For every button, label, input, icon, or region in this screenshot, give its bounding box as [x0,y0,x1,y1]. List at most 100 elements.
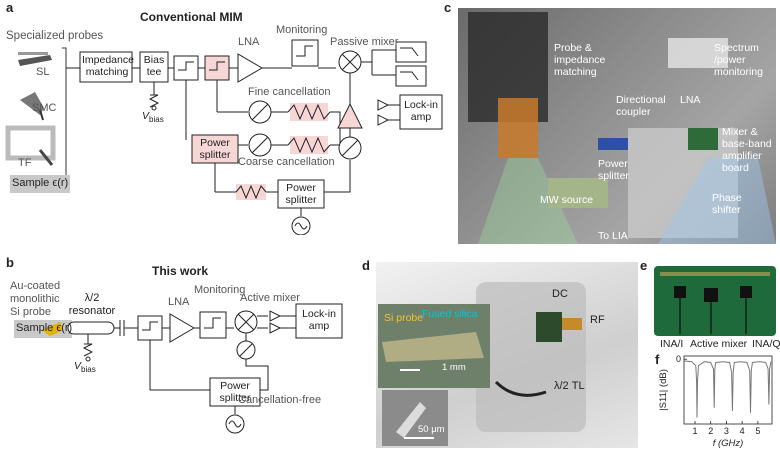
panel-d-photo: Si probe Fused silica 1 mm 50 μm DC RF λ… [376,262,638,448]
d-rf-label: RF [590,314,605,326]
x-axis-label: f (GHz) [713,438,744,449]
x-tick-label: 2 [708,426,713,436]
c-phase-label: Phase shifter [712,192,742,216]
panel-b-title: This work [152,264,209,278]
lockin-label-b: Lock-in amp [296,308,342,332]
coarse-cancellation-label: Coarse cancellation [238,156,335,168]
d-scale-mm: 1 mm [442,362,466,373]
vbias-v: V [142,110,150,122]
vbias-sub: bias [149,115,164,125]
lowpass-filter-1 [395,41,427,63]
probe-sl-label: SL [36,66,50,78]
probe-desc-b: Au-coated monolithic Si probe [10,280,60,319]
resonator-line1: λ/2 [84,292,100,304]
d-scale-um: 50 μm [418,424,445,435]
c-mixer-label: Mixer & base-band amplifier board [722,126,772,174]
c-ps-line2: splitter [598,170,629,182]
d-dc-label: DC [552,288,568,300]
c-mixer-line4: board [722,162,749,174]
resonator-line2: resonator [68,305,116,317]
e-ina-i-label: INA/I [660,338,684,350]
probe-desc-line3: Si probe [10,306,51,318]
panel-label-a: a [6,0,14,15]
panel-a-schematic [5,39,443,235]
panel-label-c: c [444,0,452,15]
lna-label-a: LNA [238,36,260,48]
sample-label-a: Sample ϵ(r) [12,177,69,189]
bias-line2: tee [146,66,162,78]
power-splitter-label-a2: Power splitter [278,182,324,206]
resonator-icon [67,321,115,335]
power-splitter-box-a1 [191,134,239,164]
panel-label-b: b [6,255,14,270]
lo-amp-triangle [337,102,363,129]
c-spectrum-line1: Spectrum [714,42,759,54]
c-mw-source-label: MW source [540,194,594,206]
ps-a2-line2: splitter [285,194,317,206]
c-to-lia-label: To LIA [598,230,628,242]
probe-smc-label: SMC [32,102,57,114]
x-tick-label: 1 [692,426,697,436]
impedance-label: Impedance matching [82,54,134,78]
ps-b-line1: Power [220,380,250,392]
c-probe-line3: matching [554,66,597,78]
panel-label-e: e [640,258,648,273]
impedance-line2: matching [85,66,129,78]
monitoring-label-a: Monitoring [276,24,328,36]
c-mixer-line3: amplifier [722,150,762,162]
passive-mixer-label: Passive mixer [330,36,399,48]
ps-a1-line2: splitter [199,149,231,161]
c-lna-label: LNA [680,94,701,106]
lockin-a-line2: amp [410,111,432,123]
panel-label-f: f [655,352,660,367]
lockin-a-line1: Lock-in [404,99,438,111]
panel-e-photo [654,266,776,336]
panel-b-schematic [14,303,343,434]
ps-a1-line1: Power [200,137,230,149]
active-mixer-label: Active mixer [240,292,300,304]
lockin-box-a [399,94,443,130]
bias-line1: Bias [143,54,165,66]
impedance-line1: Impedance [82,54,134,66]
ps-a2-line1: Power [286,182,316,194]
probe-desc-line1: Au-coated [10,280,61,292]
power-splitter-box-a2 [277,179,325,209]
sample-block-a [10,175,70,193]
si-probe-icon [42,322,64,336]
specialized-probes-label: Specialized probes [6,30,104,42]
s11-series-line [683,360,773,418]
panel-e-overlay [660,272,770,334]
e-ina-q-label: INA/Q [752,338,780,350]
lna-triangle-b [169,313,195,343]
x-tick-label: 4 [740,426,745,436]
probe-tf-icon [5,125,56,166]
probe-smc-icon [20,92,44,121]
c-spectrum-line3: monitoring [714,66,764,78]
probe-sl-icon [18,52,52,66]
lna-triangle-a [237,53,263,83]
impedance-matching-box [79,51,133,83]
lockin-b-line1: Lock-in [302,308,336,320]
d-tl-label: λ/2 TL [554,380,585,392]
vbias-b-v: V [74,360,82,372]
c-spectrum-label: Spectrum /power monitoring [714,42,763,78]
c-dir-line1: Directional [616,94,666,106]
y-tick-label: 0 [676,354,681,364]
c-mixer-line2: base-band [722,138,772,150]
probe-tf-label: TF [18,157,32,169]
power-splitter-label-b: Power splitter [210,380,260,404]
lockin-box-b [295,303,343,339]
bias-tee-box [139,51,169,83]
panel-d-overlay [378,282,586,446]
c-probe-label: Probe & impedance matching [554,42,605,78]
panel-c-photo: Probe & impedance matching Spectrum /pow… [458,8,776,244]
c-probe-line2: impedance [554,54,606,66]
c-probe-line1: Probe & [554,42,592,54]
fine-cancellation-label: Fine cancellation [248,86,331,98]
panel-c-overlay [468,12,776,244]
vbias-b-sub: bias [81,365,96,375]
vbias-label-b: Vbias [74,360,96,374]
c-directional-label: Directional coupler [616,94,666,118]
probe-desc-line2: monolithic [10,293,60,305]
